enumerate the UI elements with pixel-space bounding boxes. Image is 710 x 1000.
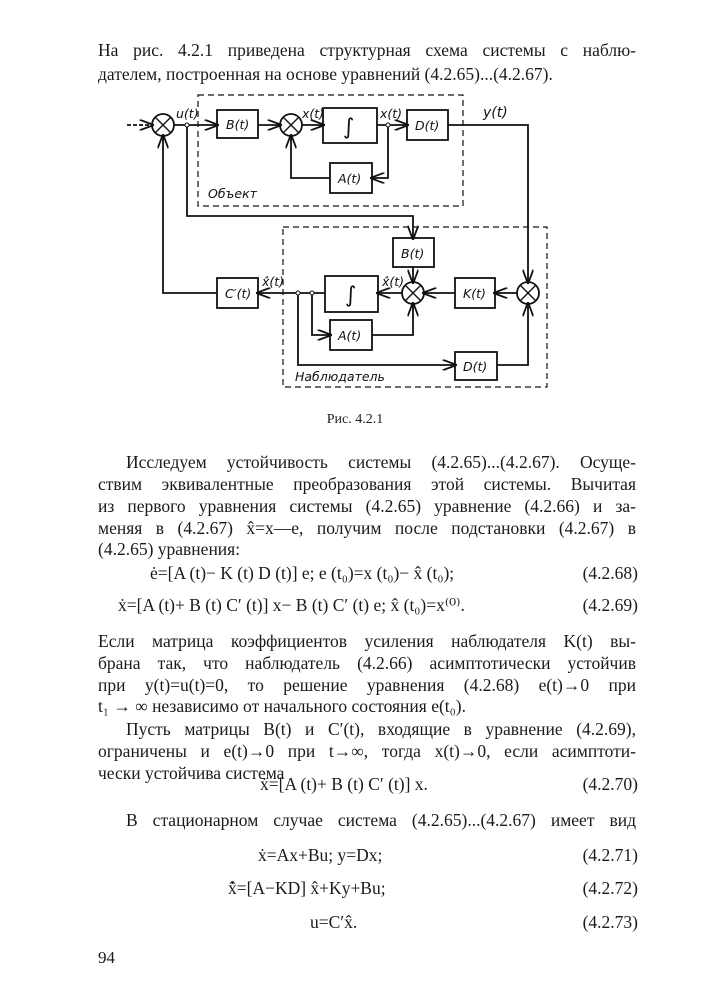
paragraph-line: В стационарном случае система (4.2.65)..… — [126, 810, 636, 830]
equation-4-2-72: x̂̇=[A−KD] x̂+Ky+Bu; — [228, 878, 386, 898]
label-A-observer: A(t) — [337, 328, 361, 343]
summing-junction-object — [279, 113, 303, 137]
equation-number: (4.2.72) — [582, 878, 638, 898]
summing-junction-observer — [401, 281, 425, 305]
integral-icon: ∫ — [343, 115, 354, 140]
label-xhat: x̂(t) — [261, 274, 284, 289]
label-u: u(t) — [176, 106, 199, 121]
equation-number: (4.2.73) — [582, 912, 638, 932]
page-number: 94 — [98, 948, 115, 967]
label-C: C′(t) — [225, 286, 251, 301]
paragraph-line: брана так, что наблюдатель (4.2.66) асим… — [98, 653, 636, 673]
equation-4-2-68: ė=[A (t)− K (t) D (t)] e; e (t₀)=x (t₀)−… — [150, 563, 455, 583]
label-y: y(t) — [482, 105, 508, 121]
intro-line: дателем, построенная на основе уравнений… — [98, 64, 553, 84]
object-frame — [197, 94, 464, 207]
label-observer: Наблюдатель — [295, 369, 385, 384]
equation-4-2-71: ẋ=Ax+Bu; y=Dx; — [258, 845, 383, 865]
label-object: Объект — [208, 186, 258, 201]
intro-line: На рис. 4.2.1 приведена структурная схем… — [98, 40, 636, 60]
summing-junction-input — [151, 113, 175, 137]
paragraph-line: чески устойчива система — [98, 763, 285, 783]
equation-number: (4.2.68) — [582, 563, 638, 583]
paragraph-line: Если матрица коэффициентов усиления набл… — [98, 631, 636, 651]
paragraph-line: меняя в (4.2.67) x̂=x—e, получим после п… — [98, 518, 636, 538]
label-B-object: B(t) — [226, 117, 249, 132]
figure-caption: Рис. 4.2.1 — [326, 412, 384, 427]
equation-number: (4.2.71) — [582, 845, 638, 865]
paragraph-line: Исследуем устойчивость системы (4.2.65).… — [126, 452, 636, 472]
equation-4-2-73: u=C′x̂. — [310, 912, 358, 932]
label-x: x(t) — [379, 106, 402, 121]
label-x-dot: x(t) — [301, 106, 324, 121]
paragraph-line: ограничены и e(t)→0 при t→∞, тогда x(t)→… — [98, 741, 636, 761]
label-D-observer: D(t) — [463, 359, 487, 374]
equation-number: (4.2.69) — [582, 595, 638, 615]
label-B-observer: B(t) — [401, 246, 424, 261]
paragraph-line: ствим эквивалентные преобразования этой … — [98, 474, 636, 494]
label-D-object: D(t) — [415, 118, 439, 133]
summing-junction-error — [516, 281, 540, 305]
integral-icon: ∫ — [345, 283, 356, 308]
label-A-object: A(t) — [337, 171, 361, 186]
label-K: K(t) — [463, 286, 486, 301]
equation-number: (4.2.70) — [582, 774, 638, 794]
equation-4-2-70: ẋ=[A (t)+ B (t) C′ (t)] x. — [260, 774, 428, 794]
label-xhat-dot: x̂(t) — [381, 274, 404, 289]
paragraph-line: при y(t)=u(t)=0, то решение уравнения (4… — [98, 675, 636, 695]
paragraph-line: t₁ → ∞ независимо от начального состояни… — [98, 696, 466, 716]
paragraph-line: (4.2.65) уравнения: — [98, 539, 241, 559]
paragraph-line: из первого уравнения системы (4.2.65) ур… — [98, 496, 636, 516]
block-diagram: u(t) B(t) x(t) ∫ x(t) D(t) y(t) A(t) Объ… — [127, 94, 548, 388]
equation-4-2-69: ẋ=[A (t)+ B (t) C′ (t)] x− B (t) C′ (t) … — [118, 595, 465, 615]
paragraph-line: Пусть матрицы B(t) и C′(t), входящие в у… — [126, 719, 636, 739]
